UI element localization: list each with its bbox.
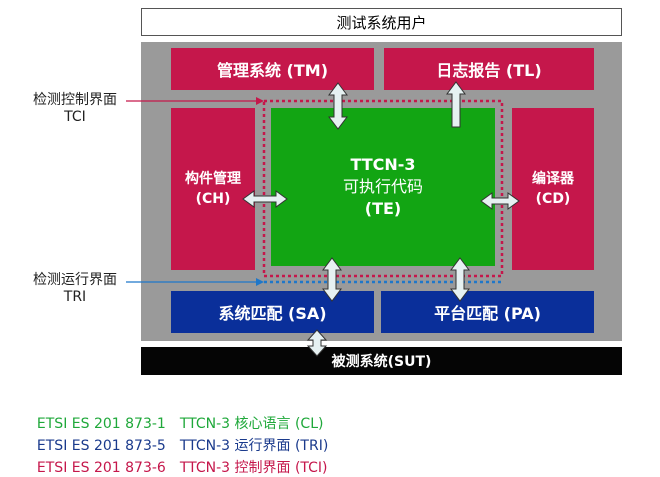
ttcn3-executable-box: TTCN-3 可执行代码 (TE) [271, 108, 495, 266]
diagram-overlay [126, 81, 520, 357]
tri-leader-arrowhead [256, 278, 264, 286]
te-label: 可执行代码 [342, 177, 423, 196]
sa-sut-arrow [306, 329, 328, 357]
te-pa-arrow [450, 257, 470, 302]
tri-interface-label: 检测运行界面 TRI [20, 272, 130, 306]
standard-code: ETSI ES 201 873-6 [36, 460, 166, 476]
codec-abbr: (CD) [535, 191, 571, 207]
ch-te-arrow [242, 190, 288, 208]
standard-code: ETSI ES 201 873-5 [36, 438, 166, 454]
codec-box: 编译器 (CD) [512, 108, 594, 270]
te-title: TTCN-3 [350, 155, 416, 174]
te-sa-arrow [322, 257, 342, 302]
standard-desc: TTCN-3 核心语言 (CL) [179, 416, 324, 432]
tci-interface-label: 检测控制界面 TCI [20, 92, 130, 126]
tm-te-arrow [328, 82, 348, 130]
test-logging-box: 日志报告 (TL) [384, 48, 594, 90]
tci-boundary [262, 99, 504, 278]
standard-core-language: ETSI ES 201 873-1 TTCN-3 核心语言 (CL) [28, 397, 324, 433]
tri-label-line1: 检测运行界面 [33, 272, 117, 288]
component-handling-box: 构件管理 (CH) [171, 108, 255, 270]
tci-label-line2: TCI [64, 109, 86, 125]
te-abbr: (TE) [364, 199, 402, 218]
test-management-box: 管理系统 (TM) [171, 48, 374, 90]
codec-label: 编译器 [532, 171, 574, 187]
system-adapter-box: 系统匹配 (SA) [171, 291, 374, 333]
tri-label-line2: TRI [63, 289, 87, 305]
standard-desc: TTCN-3 运行界面 (TRI) [179, 438, 329, 454]
component-handling-label: 构件管理 [185, 171, 241, 187]
te-tl-arrow [446, 81, 466, 128]
platform-adapter-box: 平台匹配 (PA) [381, 291, 594, 333]
test-system-user-bar: 测试系统用户 [141, 8, 622, 36]
tci-leader-arrowhead [256, 97, 264, 105]
standard-code: ETSI ES 201 873-1 [36, 416, 166, 432]
te-cd-arrow [480, 192, 520, 210]
component-handling-abbr: (CH) [195, 191, 231, 207]
standard-control-interface: ETSI ES 201 873-6 TTCN-3 控制界面 (TCI) [28, 441, 328, 477]
standard-desc: TTCN-3 控制界面 (TCI) [179, 460, 328, 476]
tci-label-line1: 检测控制界面 [33, 92, 117, 108]
standard-runtime-interface: ETSI ES 201 873-5 TTCN-3 运行界面 (TRI) [28, 419, 328, 455]
system-under-test-bar: 被测系统(SUT) [141, 347, 622, 375]
